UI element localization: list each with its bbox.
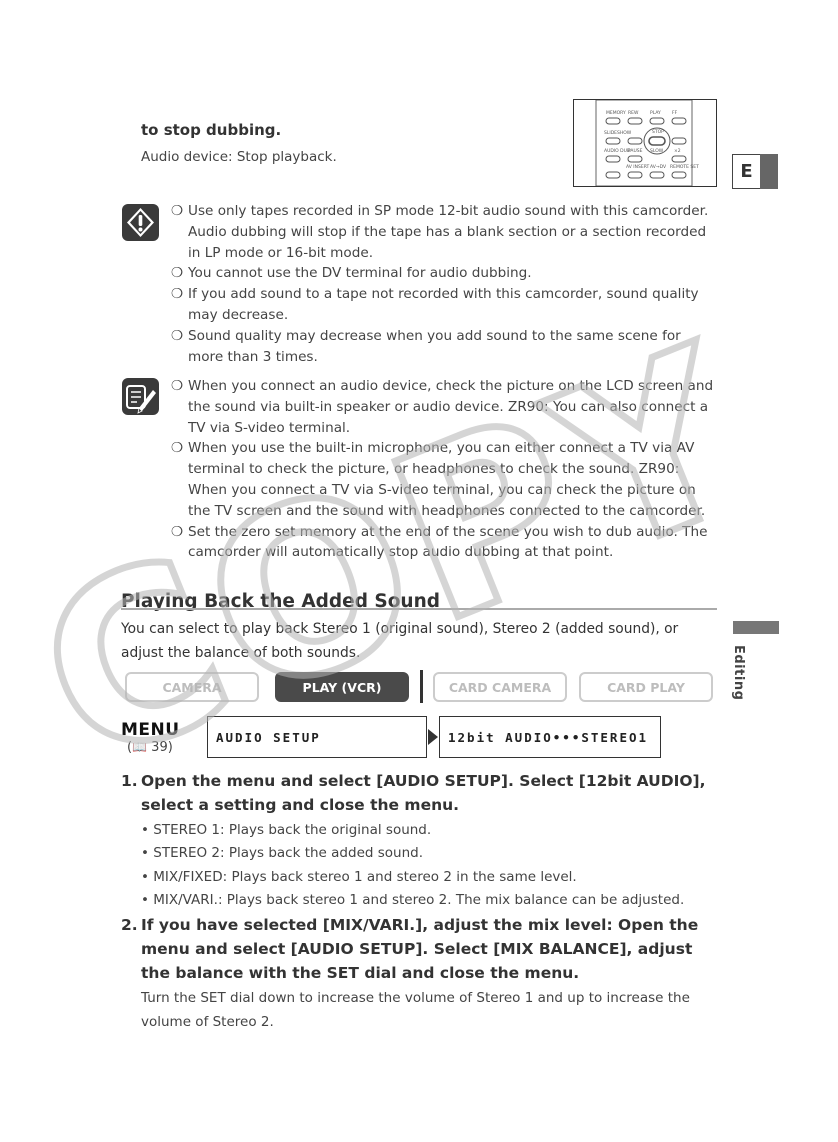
step-2: 2. If you have selected [MIX/VARI.], adj… (121, 916, 699, 982)
svg-text:PLAY: PLAY (650, 110, 661, 116)
section-title: Playing Back the Added Sound (121, 591, 441, 612)
section-body: You can select to play back Stereo 1 (or… (121, 621, 679, 661)
step-1: 1. Open the menu and select [AUDIO SETUP… (121, 772, 706, 814)
list-item: ❍Set the zero set memory at the end of t… (171, 523, 708, 561)
list-item: • STEREO 2: Plays back the added sound. (141, 845, 423, 862)
list-item: ❍Use only tapes recorded in SP mode 12-b… (171, 203, 709, 261)
mode-card-play: CARD PLAY (579, 672, 713, 702)
list-item: ❍When you connect an audio device, check… (171, 378, 714, 436)
step-1-options: • STEREO 1: Plays back the original soun… (141, 819, 721, 912)
list-item: ❍You cannot use the DV terminal for audi… (171, 265, 532, 282)
list-item: ❍If you add sound to a tape not recorded… (171, 286, 699, 323)
menu-label: MENU (121, 720, 180, 740)
list-item: • MIX/VARI.: Plays back stereo 1 and ste… (141, 891, 685, 908)
mode-card-camera: CARD CAMERA (433, 672, 567, 702)
side-tab-bar (733, 621, 779, 634)
svg-text:FF: FF (672, 110, 678, 116)
book-icon: 📖 (132, 740, 148, 754)
svg-text:REW: REW (628, 110, 639, 116)
svg-text:SLOW: SLOW (650, 148, 664, 154)
svg-text:AUDIO DUB: AUDIO DUB (604, 148, 630, 154)
section-divider (121, 608, 717, 610)
language-tab: E (732, 154, 778, 189)
list-item: ❍Sound quality may decrease when you add… (171, 327, 681, 365)
svg-text:×2: ×2 (674, 148, 681, 154)
remote-buttons-icon: MEMORY REW PLAY FF SLIDESHOW STOP AUDIO … (595, 99, 699, 187)
arrow-right-icon (428, 729, 438, 745)
svg-text:AV→DV: AV→DV (650, 164, 667, 170)
lcd-menu-audio-setup: AUDIO SETUP (207, 716, 427, 758)
instruction-heading: to stop dubbing. (141, 121, 282, 139)
svg-text:REMOTE SET: REMOTE SET (670, 164, 699, 170)
svg-text:MEMORY: MEMORY (606, 110, 626, 116)
svg-text:AV INSERT: AV INSERT (626, 164, 649, 170)
step-2-note: Turn the SET dial down to increase the v… (141, 990, 690, 1030)
svg-text:STOP: STOP (652, 129, 664, 135)
caution-list: ❍Use only tapes recorded in SP mode 12-b… (171, 201, 716, 367)
mode-camera: CAMERA (125, 672, 259, 702)
list-item: • MIX/FIXED: Plays back stereo 1 and ste… (141, 868, 577, 885)
list-item: • STEREO 1: Plays back the original soun… (141, 822, 432, 838)
instruction-sub: Audio device: Stop playback. (141, 149, 337, 165)
mode-play-vcr: PLAY (VCR) (275, 672, 409, 702)
page-reference: (📖 39) (127, 740, 173, 755)
svg-text:SLIDESHOW: SLIDESHOW (604, 130, 632, 136)
pencil-note-icon (122, 378, 159, 419)
language-tab-letter: E (732, 154, 760, 189)
caution-icon (122, 204, 159, 245)
lcd-menu-12bit-audio: 12bit AUDIO•••STEREO1 (439, 716, 661, 758)
remote-control-illustration: MEMORY REW PLAY FF SLIDESHOW STOP AUDIO … (573, 99, 717, 187)
list-item: ❍When you use the built-in microphone, y… (171, 440, 706, 519)
mode-separator (420, 670, 423, 703)
language-tab-bar (760, 154, 778, 189)
svg-text:PAUSE: PAUSE (628, 148, 643, 154)
notes-list: ❍When you connect an audio device, check… (171, 376, 716, 563)
side-label: Editing (731, 645, 746, 701)
